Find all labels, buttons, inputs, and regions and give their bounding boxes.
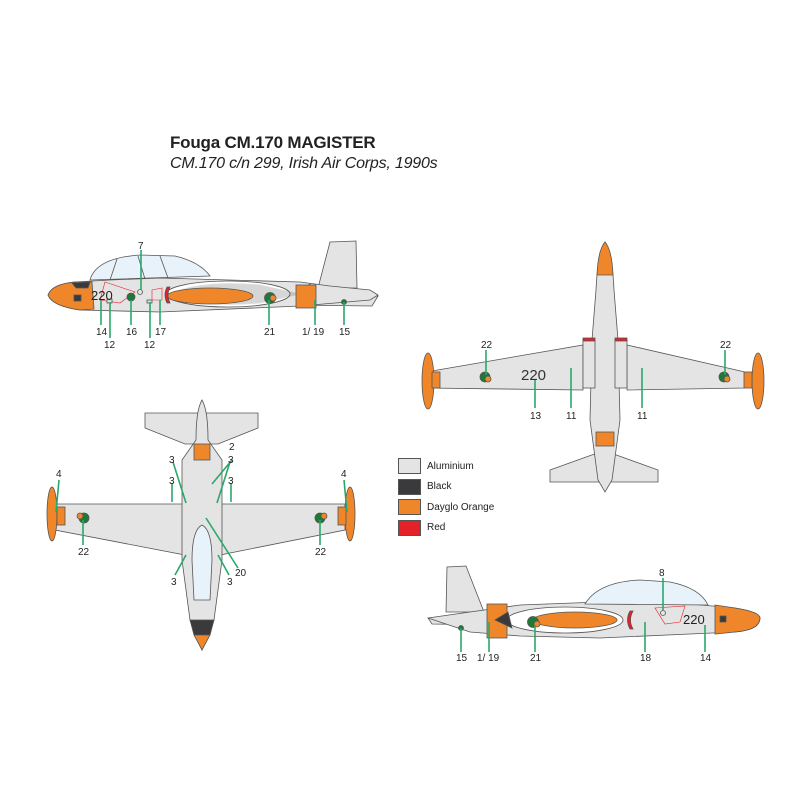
bottom-callout-leaders xyxy=(55,459,348,576)
callout-3a: 3 xyxy=(169,455,175,466)
callout-20: 20 xyxy=(235,568,247,579)
callout-14-right: 14 xyxy=(700,653,712,664)
callout-3b: 3 xyxy=(169,476,175,487)
page-title: Fouga CM.170 MAGISTER xyxy=(170,133,376,152)
right-side-view xyxy=(427,565,761,639)
legend-item-aluminium: Aluminium xyxy=(398,456,494,477)
callout-8: 8 xyxy=(659,568,665,579)
bottom-view xyxy=(46,399,356,652)
right-callout-leaders xyxy=(460,578,706,652)
legend-label: Red xyxy=(427,522,446,534)
callout-18: 18 xyxy=(640,653,652,664)
callout-22-top-left: 22 xyxy=(481,340,493,351)
black-swatch xyxy=(398,478,421,495)
aluminium-swatch xyxy=(398,458,421,475)
callout-4-right: 4 xyxy=(341,469,347,480)
callout-7: 7 xyxy=(138,241,144,252)
color-legend: Aluminium Black Dayglo Orange Red xyxy=(398,456,494,538)
red-swatch xyxy=(398,519,421,536)
callout-17: 17 xyxy=(155,327,167,338)
callout-3f: 3 xyxy=(227,577,233,588)
callout-11-left: 11 xyxy=(566,411,577,422)
callout-11-right: 11 xyxy=(637,411,648,422)
legend-item-red: Red xyxy=(398,518,494,539)
callout-21: 21 xyxy=(264,327,276,338)
left-side-view xyxy=(47,240,379,313)
callout-16: 16 xyxy=(126,327,138,338)
legend-label: Dayglo Orange xyxy=(427,501,495,513)
top-view xyxy=(421,241,765,493)
legend-label: Black xyxy=(427,481,452,493)
legend-label: Aluminium xyxy=(427,460,474,472)
right-serial: 220 xyxy=(683,612,705,627)
callout-3e: 3 xyxy=(171,577,177,588)
callout-4-left: 4 xyxy=(56,469,62,480)
callout-12b: 12 xyxy=(144,340,156,351)
callout-12a: 12 xyxy=(104,340,116,351)
callout-14: 14 xyxy=(96,327,108,338)
callout-21-right: 21 xyxy=(530,653,542,664)
orange-swatch xyxy=(398,499,421,516)
callout-1-19-right: 1/ 19 xyxy=(477,653,500,664)
left-serial: 220 xyxy=(91,288,113,303)
callout-22-bottom-right: 22 xyxy=(315,547,327,558)
left-callout-leaders xyxy=(100,250,345,338)
callout-15: 15 xyxy=(339,327,351,338)
callout-2: 2 xyxy=(229,442,235,453)
callout-15-right: 15 xyxy=(456,653,468,664)
legend-item-black: Black xyxy=(398,477,494,498)
callout-13: 13 xyxy=(530,411,542,422)
callout-22-top-right: 22 xyxy=(720,340,732,351)
callout-3c: 3 xyxy=(228,455,234,466)
top-serial: 220 xyxy=(521,367,546,384)
top-callout-leaders xyxy=(485,350,726,408)
page-subtitle: CM.170 c/n 299, Irish Air Corps, 1990s xyxy=(170,155,438,172)
legend-item-orange: Dayglo Orange xyxy=(398,497,494,518)
callout-3d: 3 xyxy=(228,476,234,487)
callout-1-19: 1/ 19 xyxy=(302,327,325,338)
callout-22-bottom-left: 22 xyxy=(78,547,90,558)
